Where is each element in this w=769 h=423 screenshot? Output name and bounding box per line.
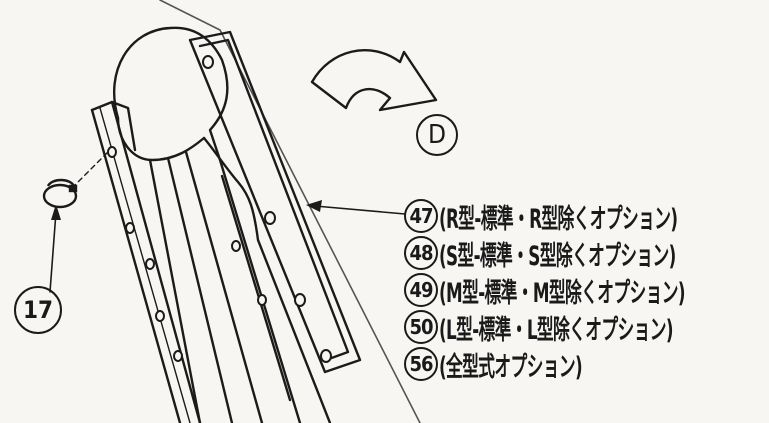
part-description: (L型-標準・L型除くオプション) bbox=[439, 314, 674, 346]
left-rail bbox=[90, 100, 202, 423]
part-description: (M型-標準・M型除くオプション) bbox=[439, 277, 686, 309]
part-number: 48 bbox=[404, 236, 438, 270]
part-label-47: 47 (R型-標準・R型除くオプション) bbox=[404, 199, 769, 235]
part-description: (R型-標準・R型除くオプション) bbox=[439, 203, 678, 235]
hole bbox=[294, 293, 306, 307]
part-label-48: 48 (S型-標準・S型除くオプション) bbox=[404, 236, 769, 272]
hole bbox=[173, 350, 183, 362]
hole bbox=[155, 310, 165, 322]
part-label-56: 56 (全型式オプション) bbox=[404, 347, 670, 383]
dashed-line-17 bbox=[71, 151, 109, 189]
hole bbox=[231, 240, 241, 252]
view-d-callout: D bbox=[416, 114, 458, 156]
leader-17 bbox=[49, 211, 57, 293]
hole bbox=[257, 294, 267, 306]
arrow-head-17 bbox=[51, 204, 61, 220]
hole bbox=[145, 258, 155, 270]
part-label-50: 50 (L型-標準・L型除くオプション) bbox=[404, 310, 769, 346]
guide-line bbox=[159, 0, 421, 423]
part-description: (全型式オプション) bbox=[439, 351, 583, 383]
hole bbox=[320, 349, 332, 363]
mount-holes bbox=[107, 55, 332, 363]
hole bbox=[202, 55, 214, 69]
cap-part bbox=[42, 178, 78, 209]
part-number: 49 bbox=[404, 273, 438, 307]
part-number: 50 bbox=[404, 310, 438, 344]
hole bbox=[264, 211, 276, 225]
channel-body bbox=[113, 26, 332, 423]
part-17-callout: 17 bbox=[14, 286, 62, 334]
hole bbox=[107, 146, 117, 158]
part-description: (S型-標準・S型除くオプション) bbox=[439, 240, 676, 272]
part-label-49: 49 (M型-標準・M型除くオプション) bbox=[404, 273, 769, 309]
arrow-head-parts bbox=[306, 200, 322, 212]
rotation-arrow-icon bbox=[310, 49, 438, 112]
part-number: 47 bbox=[404, 199, 438, 233]
part-number: 56 bbox=[404, 347, 438, 381]
hole bbox=[125, 222, 135, 234]
part-17-number: 17 bbox=[14, 286, 62, 334]
view-d-label: D bbox=[416, 114, 458, 156]
back-plate bbox=[188, 30, 362, 374]
leader-parts bbox=[314, 205, 406, 215]
